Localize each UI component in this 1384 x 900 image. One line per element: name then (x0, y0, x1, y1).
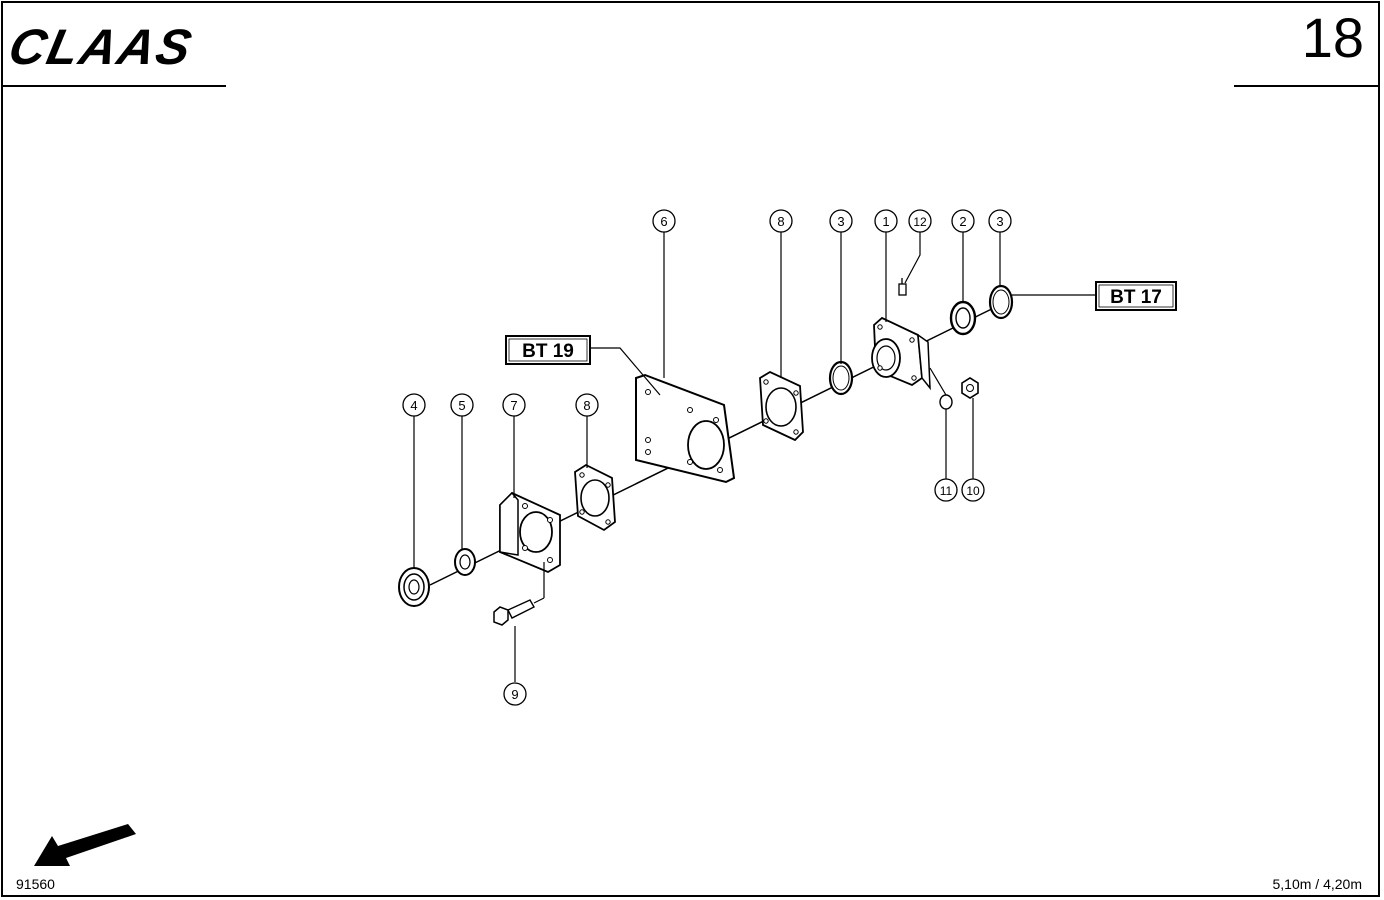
reference-bt19: BT 19 (505, 335, 591, 365)
reference-bt17: BT 17 (1095, 281, 1177, 311)
svg-text:10: 10 (966, 484, 980, 498)
callout-4: 4 (402, 393, 426, 417)
svg-text:2: 2 (959, 214, 966, 229)
part-11-lock-washer (939, 394, 953, 410)
svg-text:6: 6 (660, 214, 667, 229)
callout-3-right: 3 (988, 209, 1012, 233)
svg-text:1: 1 (882, 214, 889, 229)
callout-8-front: 8 (575, 393, 599, 417)
leader-lines (413, 232, 1096, 682)
svg-text:BT 17: BT 17 (1110, 287, 1162, 308)
part-1-bearing-housing (871, 316, 931, 391)
arrow-down-left-icon (34, 824, 136, 866)
callout-10: 10 (961, 478, 985, 502)
svg-text:8: 8 (583, 398, 590, 413)
fastener-axis-line (929, 367, 947, 396)
claas-logo: CLAAS (4, 19, 198, 75)
part-12-grease-nipple (898, 278, 907, 296)
callout-6: 6 (652, 209, 676, 233)
claas-logo-text: CLAAS (4, 19, 198, 75)
svg-text:5: 5 (458, 398, 465, 413)
callout-3-left: 3 (829, 209, 853, 233)
part-8-gasket-front (574, 463, 616, 532)
part-2-bearing (949, 300, 977, 336)
part-3-circlip-right (988, 284, 1014, 320)
svg-text:3: 3 (996, 214, 1003, 229)
svg-text:BT 19: BT 19 (522, 341, 574, 362)
svg-text:11: 11 (940, 484, 953, 498)
part-5-washer (454, 548, 476, 576)
callout-1: 1 (874, 209, 898, 233)
svg-text:7: 7 (510, 398, 517, 413)
drawing-id: 91560 (16, 876, 55, 892)
part-7-bracket (499, 491, 561, 574)
scale-note: 5,10m / 4,20m (1272, 876, 1363, 892)
part-4-disc (398, 567, 430, 607)
callout-9: 9 (503, 682, 527, 706)
callout-12: 12 (908, 209, 932, 233)
callout-8-rear: 8 (769, 209, 793, 233)
callout-2: 2 (951, 209, 975, 233)
svg-text:4: 4 (410, 398, 417, 413)
page-number: 18 (1301, 6, 1364, 69)
svg-text:9: 9 (511, 687, 518, 702)
svg-text:12: 12 (913, 215, 927, 229)
part-8-gasket-rear (759, 370, 804, 442)
callout-7: 7 (502, 393, 526, 417)
svg-text:8: 8 (777, 214, 784, 229)
part-10-nut (961, 377, 979, 399)
svg-text:3: 3 (837, 214, 844, 229)
part-3-circlip-left (828, 360, 854, 396)
part-9-bolt (493, 562, 545, 626)
callout-11: 11 (934, 478, 958, 502)
part-6-mounting-plate (635, 373, 736, 484)
callout-5: 5 (450, 393, 474, 417)
